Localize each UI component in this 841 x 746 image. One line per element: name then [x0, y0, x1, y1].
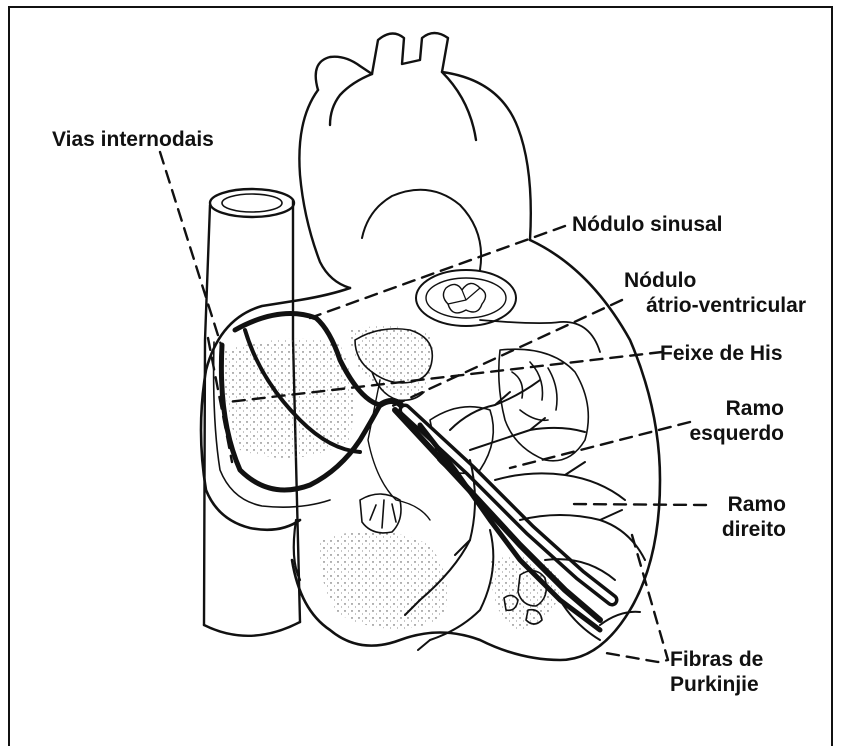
label-feixe-his: Feixe de His	[660, 341, 783, 366]
label-nodulo-sinusal: Nódulo sinusal	[572, 212, 723, 237]
label-fibras-line1: Fibras de	[670, 647, 763, 672]
label-ramo-direito: Ramo direito	[700, 492, 786, 542]
label-vias-internodais: Vias internodais	[52, 127, 214, 152]
pulmonary-valve	[416, 270, 516, 326]
label-ramo-esquerdo-line2: esquerdo	[680, 421, 784, 446]
label-ramo-esquerdo-line1: Ramo	[680, 396, 784, 421]
stippled-areas	[224, 326, 560, 630]
label-fibras-line2: Purkinjie	[670, 672, 763, 697]
label-ramo-direito-line2: direito	[700, 517, 786, 542]
label-nodulo-av: Nódulo átrio-ventricular	[602, 268, 806, 318]
label-ramo-esquerdo: Ramo esquerdo	[680, 396, 784, 446]
label-nodulo-av-line2: átrio-ventricular	[602, 293, 806, 318]
label-ramo-direito-line1: Ramo	[700, 492, 786, 517]
aorta	[299, 33, 530, 288]
label-fibras-purkinje: Fibras de Purkinjie	[670, 647, 763, 697]
label-nodulo-av-line1: Nódulo	[602, 268, 806, 293]
